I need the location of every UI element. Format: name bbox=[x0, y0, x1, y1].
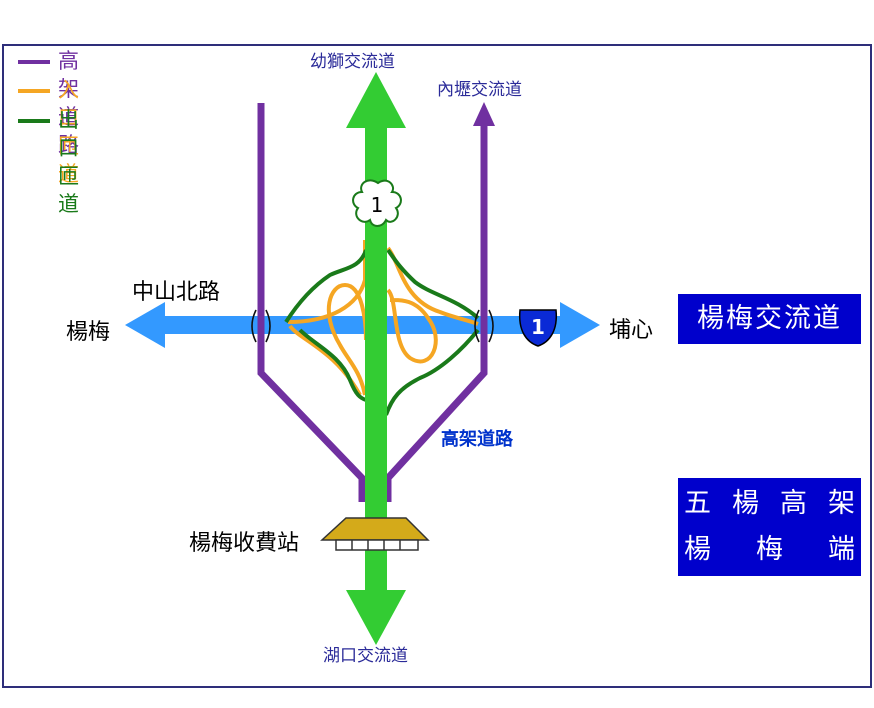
exit-ramp-se bbox=[384, 328, 480, 416]
label-northeast: 內壢交流道 bbox=[437, 80, 522, 100]
entrance-ramp-loop-w bbox=[326, 282, 368, 396]
bridge-marks bbox=[251, 309, 494, 343]
toll-roof bbox=[320, 517, 430, 541]
diagram-frame bbox=[2, 44, 872, 688]
exit-ramps bbox=[284, 248, 480, 416]
label-west-destination: 楊梅 bbox=[66, 320, 111, 345]
provincial-shield-icon: 1 bbox=[518, 309, 558, 347]
elevated-road-east bbox=[384, 120, 488, 502]
label-north: 幼獅交流道 bbox=[310, 52, 395, 72]
label-east-destination: 埔心 bbox=[609, 318, 654, 343]
legend-line-purple bbox=[18, 60, 50, 64]
freeway-arrow-north bbox=[346, 72, 406, 128]
bridge-mark-e2 bbox=[488, 309, 494, 343]
elevated-road-west bbox=[257, 103, 366, 502]
legend-label: 出口匝道 bbox=[58, 108, 79, 216]
entrance-ramp-ne bbox=[386, 246, 479, 326]
section-info-char: 梅 bbox=[756, 534, 783, 565]
provincial-shield-number: 1 bbox=[531, 315, 545, 339]
exit-ramp-sw bbox=[298, 328, 367, 402]
local-road-arrow-east bbox=[560, 302, 600, 348]
freeway-arrow-south bbox=[346, 590, 406, 645]
section-info-box: 五 楊 高 架 楊 梅 端 bbox=[678, 478, 861, 576]
legend-line-green bbox=[18, 119, 50, 123]
toll-station bbox=[320, 517, 430, 551]
legend-line-orange bbox=[18, 89, 50, 93]
label-elevated-road: 高架道路 bbox=[441, 429, 513, 450]
entrance-ramp-loop-e bbox=[386, 288, 438, 364]
freeway-shield-icon: 1 bbox=[352, 179, 402, 227]
entrance-ramps bbox=[287, 240, 479, 396]
section-info-char: 五 bbox=[684, 488, 711, 519]
label-west-road: 中山北路 bbox=[132, 280, 221, 305]
label-south: 湖口交流道 bbox=[323, 646, 408, 666]
section-info-line-1: 五 楊 高 架 bbox=[684, 482, 855, 526]
toll-booth-row bbox=[335, 539, 419, 551]
freeway-bar bbox=[365, 115, 387, 613]
interchange-title-box: 楊梅交流道 bbox=[678, 294, 861, 344]
exit-ramp-ne bbox=[386, 248, 480, 320]
bridge-mark-w2 bbox=[265, 309, 271, 343]
section-info-char: 高 bbox=[780, 488, 807, 519]
label-toll-station: 楊梅收費站 bbox=[189, 531, 300, 556]
bridge-mark-w1 bbox=[251, 309, 257, 343]
local-road-arrow-west bbox=[125, 302, 165, 348]
section-info-char: 楊 bbox=[684, 534, 711, 565]
legend-label: 入口匝道 bbox=[58, 78, 79, 186]
section-info-line-2: 楊 梅 端 bbox=[684, 528, 855, 572]
elevated-road bbox=[257, 103, 488, 502]
section-info-char: 端 bbox=[828, 534, 855, 565]
bridge-mark-e1 bbox=[474, 309, 480, 343]
legend-label: 高架道路 bbox=[58, 49, 79, 157]
freeway bbox=[346, 72, 406, 645]
section-info-char: 架 bbox=[828, 488, 855, 519]
exit-ramp-nw bbox=[284, 249, 368, 324]
elevated-road-arrow bbox=[473, 102, 495, 126]
section-info-char: 楊 bbox=[732, 488, 759, 519]
freeway-shield-number: 1 bbox=[371, 193, 384, 217]
